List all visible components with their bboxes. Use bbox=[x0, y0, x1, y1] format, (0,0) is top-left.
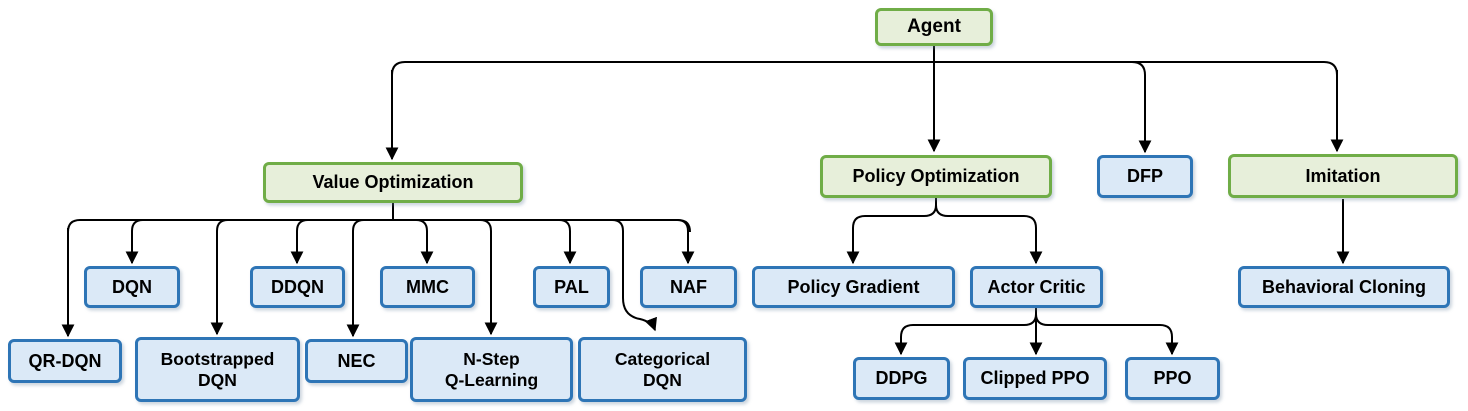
node-behavioral-cloning: Behavioral Cloning bbox=[1238, 266, 1450, 308]
node-n-step-q-learning-label: N-Step Q-Learning bbox=[444, 349, 539, 390]
edge-value-optimization-bootstrapped-dqn bbox=[210, 219, 229, 336]
edge-value-optimization-n-step-q-learning bbox=[479, 219, 498, 336]
node-agent-label: Agent bbox=[907, 15, 961, 37]
node-bootstrapped-dqn: Bootstrapped DQN bbox=[135, 337, 300, 402]
node-naf-label: NAF bbox=[670, 276, 707, 297]
node-actor-critic-label: Actor Critic bbox=[987, 276, 1086, 297]
node-ppo-label: PPO bbox=[1153, 368, 1192, 389]
node-clipped-ppo-label: Clipped PPO bbox=[980, 368, 1090, 389]
node-pal: PAL bbox=[533, 266, 610, 308]
node-nec-label: NEC bbox=[337, 350, 376, 371]
edge-value-optimization-nec bbox=[346, 219, 365, 338]
node-policy-optimization: Policy Optimization bbox=[820, 155, 1052, 198]
node-nec: NEC bbox=[305, 339, 408, 383]
node-dfp: DFP bbox=[1097, 155, 1193, 198]
edge-policy-optimization-policy-gradient bbox=[846, 198, 937, 265]
node-mmc: MMC bbox=[380, 266, 475, 308]
node-dfp-label: DFP bbox=[1127, 166, 1163, 187]
edge-actor-critic-ddpg bbox=[894, 308, 1037, 356]
node-dqn-label: DQN bbox=[112, 276, 152, 297]
node-agent: Agent bbox=[875, 8, 993, 46]
node-ddpg-label: DDPG bbox=[875, 368, 928, 389]
node-categorical-dqn-label: Categorical DQN bbox=[614, 349, 711, 390]
edge-value-optimization-mmc bbox=[415, 219, 434, 265]
node-n-step-q-learning: N-Step Q-Learning bbox=[410, 337, 573, 402]
node-imitation: Imitation bbox=[1228, 154, 1458, 198]
edge-agent-bus bbox=[391, 61, 1338, 76]
node-bootstrapped-dqn-label: Bootstrapped DQN bbox=[160, 349, 275, 390]
edge-value-optimization-ddqn bbox=[290, 219, 309, 265]
node-mmc-label: MMC bbox=[406, 276, 449, 297]
edge-value-optimization-naf bbox=[676, 219, 695, 265]
edge-agent-dfp bbox=[1131, 61, 1152, 154]
node-qr-dqn-label: QR-DQN bbox=[28, 350, 102, 371]
node-behavioral-cloning-label: Behavioral Cloning bbox=[1261, 276, 1427, 297]
node-policy-gradient-label: Policy Gradient bbox=[787, 276, 920, 297]
edge-actor-critic-ppo bbox=[1035, 308, 1179, 356]
edge-value-optimization-bus bbox=[67, 219, 691, 233]
node-imitation-label: Imitation bbox=[1305, 165, 1381, 186]
edge-value-optimization-dqn bbox=[125, 219, 144, 265]
node-value-optimization: Value Optimization bbox=[263, 162, 523, 203]
edge-value-optimization-categorical-dqn bbox=[611, 219, 657, 332]
node-qr-dqn: QR-DQN bbox=[8, 339, 122, 383]
node-pal-label: PAL bbox=[554, 276, 589, 297]
node-categorical-dqn: Categorical DQN bbox=[578, 337, 747, 402]
node-ddqn-label: DDQN bbox=[271, 276, 324, 297]
node-policy-optimization-label: Policy Optimization bbox=[852, 166, 1020, 187]
edge-policy-optimization-actor-critic bbox=[935, 198, 1043, 265]
node-ppo: PPO bbox=[1125, 357, 1220, 400]
node-ddqn: DDQN bbox=[250, 266, 345, 308]
node-clipped-ppo: Clipped PPO bbox=[963, 357, 1107, 400]
node-naf: NAF bbox=[640, 266, 737, 308]
node-policy-gradient: Policy Gradient bbox=[752, 266, 955, 308]
node-actor-critic: Actor Critic bbox=[970, 266, 1103, 308]
node-value-optimization-label: Value Optimization bbox=[312, 172, 474, 193]
edge-value-optimization-pal bbox=[558, 219, 577, 265]
node-dqn: DQN bbox=[84, 266, 180, 308]
node-ddpg: DDPG bbox=[853, 357, 950, 400]
